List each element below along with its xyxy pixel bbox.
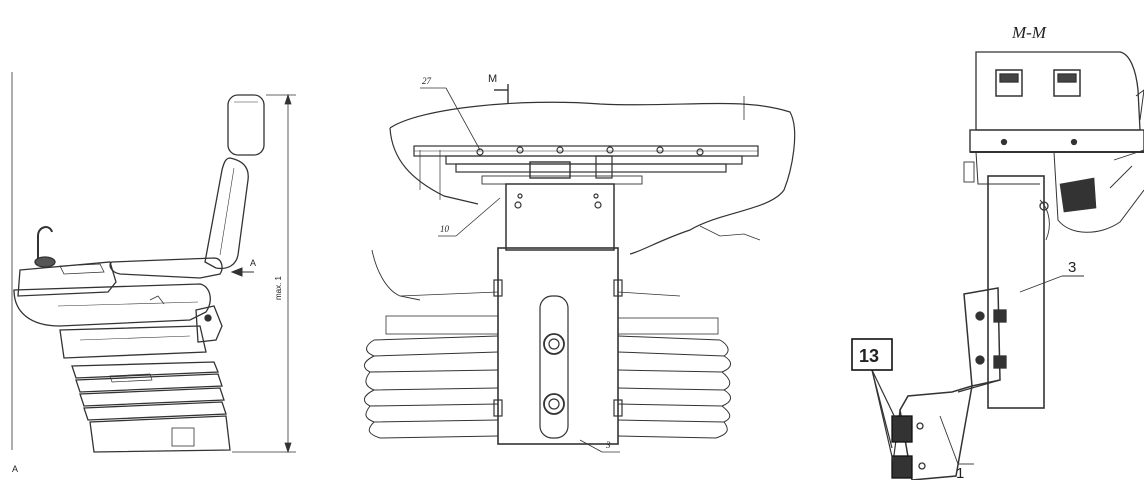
seat-housing xyxy=(975,51,1141,131)
seat-front-view xyxy=(364,84,796,453)
callout-13: 13 xyxy=(859,346,879,366)
callout-13-box xyxy=(851,338,893,371)
bellows xyxy=(71,361,227,421)
callout-1: 1 xyxy=(956,465,964,480)
suspension-upper xyxy=(59,325,207,359)
leader-3-front xyxy=(579,439,603,453)
front-bellows xyxy=(364,291,731,439)
support-column xyxy=(493,247,623,445)
cab-floor-outline xyxy=(389,101,796,255)
callout-27: 27 xyxy=(422,76,432,86)
clamp-plate xyxy=(963,287,1001,387)
height-dimension-label: max. 1 xyxy=(274,275,283,300)
leader-10 xyxy=(455,197,501,237)
backrest xyxy=(204,157,249,270)
callout-3-front: 3 xyxy=(605,440,611,450)
view-arrow-label: A xyxy=(250,258,256,268)
section-mark-label: M xyxy=(488,73,497,85)
seat-base-shell xyxy=(13,283,211,327)
slide-rails xyxy=(413,145,759,185)
view-label-a: A xyxy=(12,464,18,474)
support-column-section xyxy=(987,175,1045,409)
callout-3-section: 3 xyxy=(1068,259,1076,276)
seat-base-frame xyxy=(89,415,231,453)
height-dimension xyxy=(232,93,296,454)
leader-27 xyxy=(445,87,481,151)
backrest-bracket xyxy=(195,305,223,343)
section-title: M-M xyxy=(1011,23,1047,42)
section-view xyxy=(871,51,1144,480)
section-cut-mark xyxy=(494,84,509,104)
mounting-plate xyxy=(505,183,615,251)
callout-10: 10 xyxy=(440,224,450,234)
view-arrow-a xyxy=(230,267,254,277)
seat-side-view xyxy=(11,72,296,454)
seat-cushion xyxy=(109,257,223,279)
headrest xyxy=(227,94,265,156)
